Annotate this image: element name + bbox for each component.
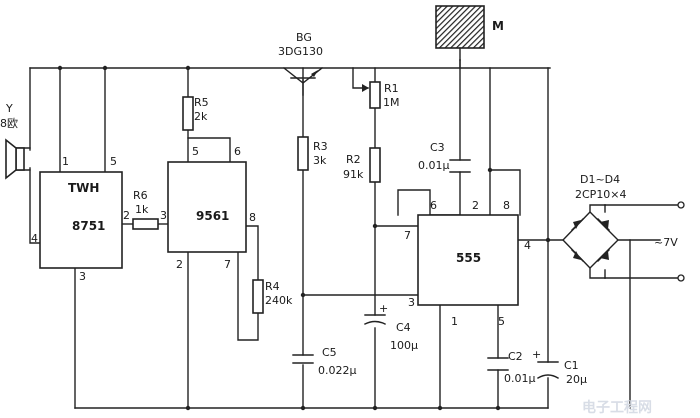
twh-pin-4: 4 — [31, 232, 38, 245]
potentiometer-r1 — [369, 81, 381, 109]
capacitor-c5 — [292, 354, 314, 364]
resistor-r5 — [182, 96, 194, 131]
c5-name: C5 — [322, 346, 337, 359]
c1-name: C1 — [564, 359, 579, 372]
transistor-bg — [283, 67, 323, 96]
supply-voltage: ~7V — [654, 236, 678, 249]
u555-pin-2: 2 — [472, 199, 479, 212]
svg-text:+: + — [379, 302, 388, 315]
ic-twh-name: TWH — [68, 181, 99, 195]
c3-value: 0.01μ — [418, 159, 450, 172]
u9561-pin-3: 3 — [160, 209, 167, 222]
ic-555 — [417, 214, 519, 306]
c5-value: 0.022μ — [318, 364, 357, 377]
speaker-name: Y — [5, 102, 13, 115]
transistor-part: 3DG130 — [278, 45, 323, 58]
r5-name: R5 — [194, 96, 209, 109]
ic-twh-8751 — [39, 171, 123, 269]
twh-pin-3: 3 — [79, 270, 86, 283]
r4-name: R4 — [265, 280, 280, 293]
sensor-name: M — [492, 19, 504, 33]
ic-555-part: 555 — [456, 251, 481, 265]
ic-9561 — [167, 161, 247, 253]
u9561-pin-2: 2 — [176, 258, 183, 271]
u9561-pin-8: 8 — [249, 211, 256, 224]
watermark: 电子工程网 — [582, 399, 652, 416]
twh-pin-2: 2 — [123, 209, 130, 222]
u555-pin-5: 5 — [498, 315, 505, 328]
ic-9561-part: 9561 — [196, 209, 229, 223]
ac-input-terminals — [677, 201, 685, 282]
r1-name: R1 — [384, 82, 399, 95]
bridge-rectifier — [562, 204, 619, 279]
u9561-pin-6: 6 — [234, 145, 241, 158]
r4-value: 240k — [265, 294, 293, 307]
speaker — [5, 138, 31, 180]
capacitor-c1: + — [532, 348, 559, 379]
junction-dots — [57, 65, 551, 411]
r6-value: 1k — [135, 203, 149, 216]
svg-text:+: + — [532, 348, 541, 361]
capacitor-c3 — [449, 159, 471, 173]
c2-name: C2 — [508, 350, 523, 363]
capacitor-c2 — [487, 357, 509, 371]
u9561-pin-7: 7 — [224, 258, 231, 271]
resistor-r3 — [297, 136, 309, 171]
ic-twh-part: 8751 — [72, 219, 105, 233]
twh-pin-1: 1 — [62, 155, 69, 168]
c2-value: 0.01μ — [504, 372, 536, 385]
resistor-r6 — [132, 218, 159, 230]
twh-pin-5: 5 — [110, 155, 117, 168]
bridge-name: D1~D4 — [580, 173, 620, 186]
speaker-value: 8欧 — [0, 117, 18, 130]
c4-name: C4 — [396, 321, 411, 334]
r2-value: 91k — [343, 168, 364, 181]
u9561-pin-5: 5 — [192, 145, 199, 158]
r3-value: 3k — [313, 154, 327, 167]
capacitor-c4: + — [364, 302, 388, 325]
u555-pin-1: 1 — [451, 315, 458, 328]
wiring — [29, 59, 679, 409]
u555-pin-3: 3 — [408, 296, 415, 309]
c4-value: 100μ — [390, 339, 418, 352]
c1-value: 20μ — [566, 373, 587, 386]
bridge-part: 2CP10×4 — [575, 188, 627, 201]
transistor-name: BG — [296, 31, 312, 44]
r6-name: R6 — [133, 189, 148, 202]
u555-pin-6: 6 — [430, 199, 437, 212]
u555-pin-8: 8 — [503, 199, 510, 212]
resistor-r4 — [252, 279, 264, 314]
resistor-r2 — [369, 147, 381, 183]
sensor-m — [435, 5, 485, 61]
u555-pin-7: 7 — [404, 229, 411, 242]
r1-value: 1M — [383, 96, 400, 109]
r3-name: R3 — [313, 140, 328, 153]
u555-pin-4: 4 — [524, 239, 531, 252]
r2-name: R2 — [346, 153, 361, 166]
r5-value: 2k — [194, 110, 208, 123]
c3-name: C3 — [430, 141, 445, 154]
